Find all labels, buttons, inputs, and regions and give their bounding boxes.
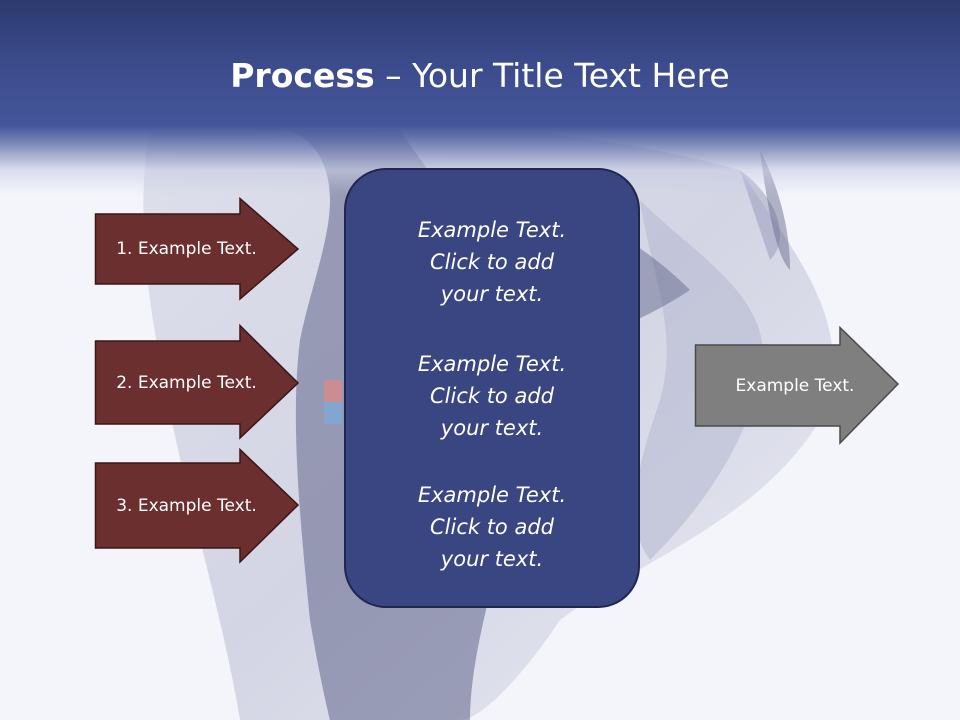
center-item-line: Example Text. [417,218,567,242]
title-bold: Process [230,56,375,95]
center-item-line: your text. [440,547,544,571]
center-item-1: Example Text. Click to add your text. [346,214,638,310]
arrow-shape [94,447,300,564]
title-rest: – Your Title Text Here [374,56,730,95]
center-text-box[interactable]: Example Text. Click to add your text. Ex… [344,168,640,608]
left-arrow-label: 1. Example Text. [116,239,257,259]
center-item-2: Example Text. Click to add your text. [346,348,638,444]
left-arrow-1[interactable]: 1. Example Text. [94,196,300,301]
center-item-3: Example Text. Click to add your text. [346,479,638,575]
center-item-line: Click to add [429,250,554,274]
arrow-shape [94,196,300,301]
right-arrow-label: Example Text. [735,375,855,396]
center-item-line: your text. [440,416,544,440]
left-arrow-label: 2. Example Text. [116,372,257,393]
header-band [0,0,960,195]
left-arrow-3[interactable]: 3. Example Text. [94,447,300,564]
left-arrow-2[interactable]: 2. Example Text. [94,323,300,440]
right-arrow[interactable]: Example Text. [694,325,900,445]
arrow-shape [94,323,300,440]
center-item-line: Click to add [429,384,554,408]
center-item-line: Example Text. [417,483,567,507]
left-arrow-label: 3. Example Text. [116,495,257,516]
slide-title[interactable]: Process – Your Title Text Here [0,52,960,100]
center-item-line: Click to add [429,515,554,539]
center-item-line: your text. [440,282,544,306]
arrow-shape [694,325,900,445]
center-item-line: Example Text. [417,352,567,376]
